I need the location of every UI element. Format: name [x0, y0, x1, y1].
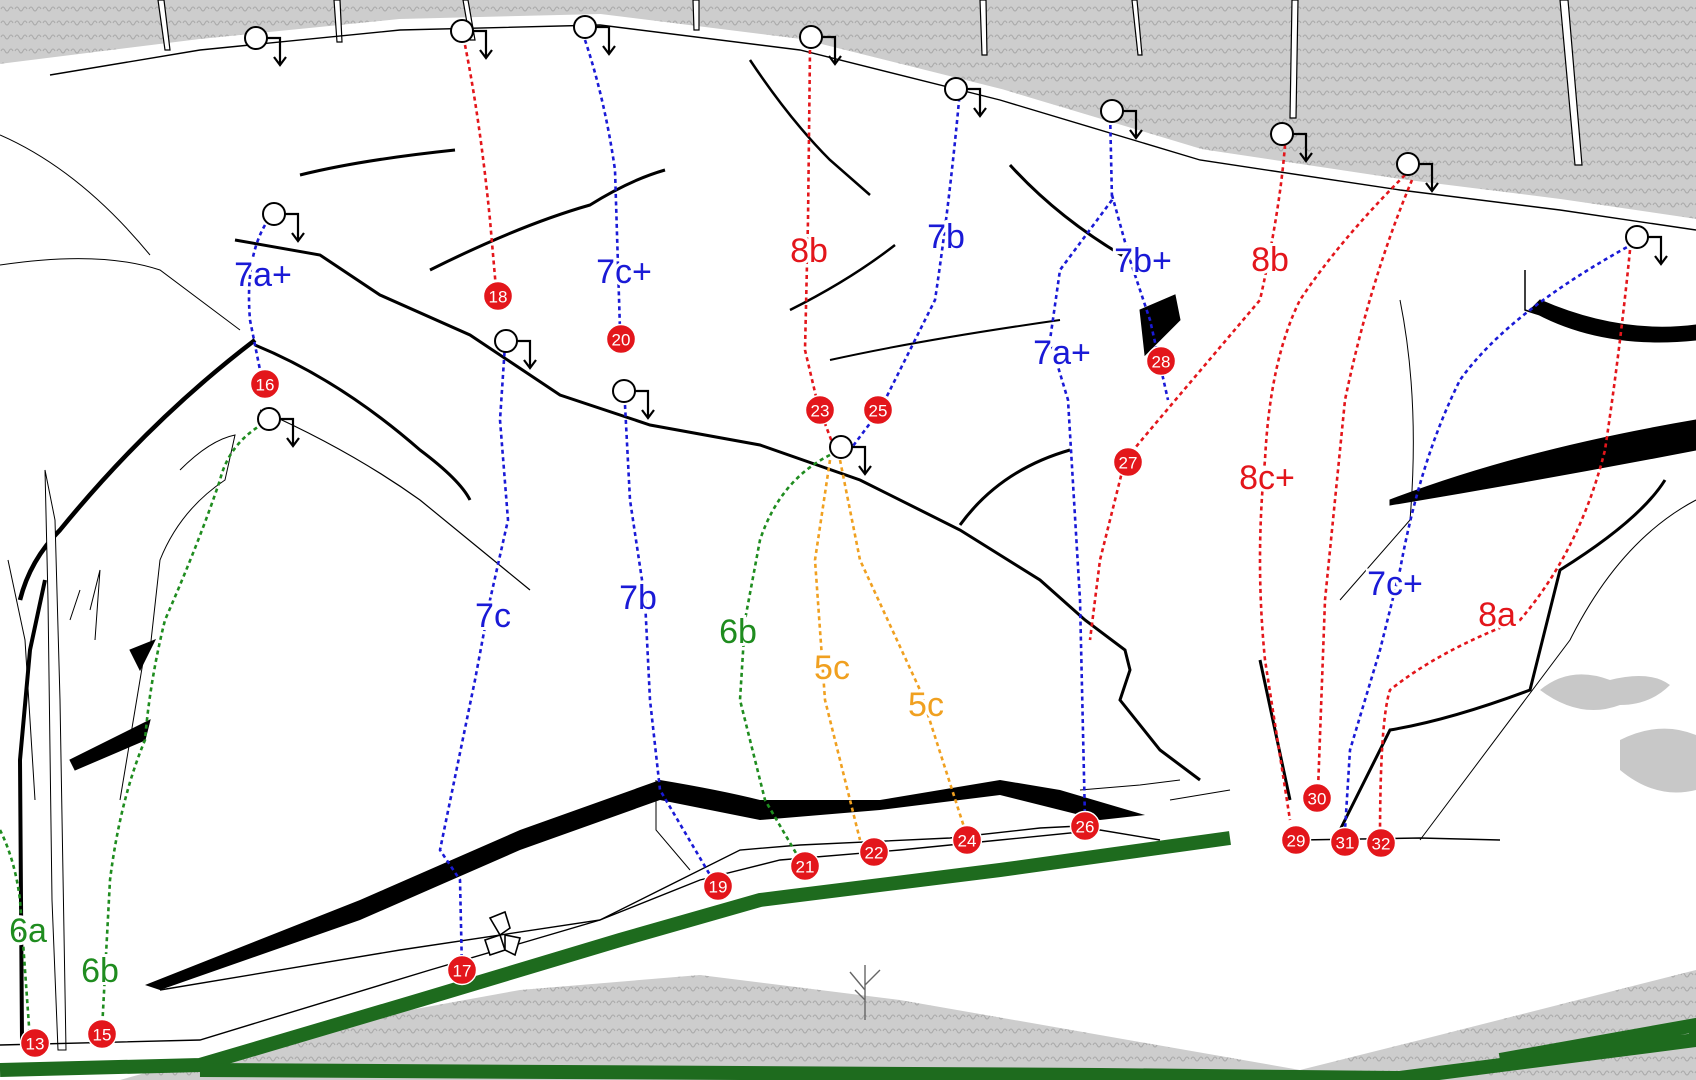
grade-label: 7c	[475, 597, 511, 635]
grade-label: 8b	[790, 232, 828, 270]
route-20	[583, 39, 622, 331]
anchor-icon	[1396, 152, 1439, 193]
route-number: 30	[1308, 790, 1327, 809]
route-number: 22	[865, 844, 884, 863]
route-number: 29	[1287, 832, 1306, 851]
route-number: 24	[958, 832, 977, 851]
anchor-icon	[450, 19, 493, 60]
route-number-marker: 31	[1329, 826, 1361, 858]
route-number-marker: 20	[605, 323, 637, 355]
tree-trunks	[157, 0, 1583, 166]
route-26	[1048, 109, 1114, 821]
grade-label: 7c+	[596, 253, 652, 291]
route-number-marker: 24	[951, 824, 983, 856]
grade-label: 7b	[619, 579, 657, 617]
anchor-icon	[1100, 99, 1143, 140]
grade-label: 6a	[9, 912, 47, 950]
route-25	[848, 89, 962, 451]
route-number-marker: 32	[1365, 827, 1397, 859]
route-number: 17	[453, 962, 472, 981]
route-28	[1110, 194, 1170, 401]
anchor-icon	[829, 435, 872, 476]
route-number-marker: 21	[789, 850, 821, 882]
grade-label: 6b	[719, 613, 757, 651]
route-number-marker: 23	[804, 394, 836, 426]
anchors	[244, 15, 1668, 476]
anchor-icon	[494, 329, 537, 370]
route-number-marker: 27	[1112, 446, 1144, 478]
route-number: 20	[612, 331, 631, 350]
route-16	[247, 224, 267, 381]
route-21	[738, 453, 831, 861]
route-18	[463, 44, 499, 301]
route-number-marker: 22	[858, 836, 890, 868]
route-number-marker: 13	[19, 1027, 51, 1059]
route-24	[838, 459, 967, 831]
route-number: 21	[796, 858, 815, 877]
route-number-marker: 26	[1069, 810, 1101, 842]
route-number: 26	[1076, 818, 1095, 837]
anchor-icon	[1270, 122, 1313, 163]
route-17	[438, 344, 510, 971]
anchor-icon	[944, 77, 987, 118]
route-number-marker: 18	[482, 280, 514, 312]
route-23	[803, 49, 837, 451]
route-number: 15	[93, 1026, 112, 1045]
grade-label: 5c	[814, 649, 850, 687]
route-number-marker: 17	[446, 954, 478, 986]
routes	[0, 39, 1641, 1041]
overhang-band	[0, 780, 1161, 1046]
anchor-icon	[573, 15, 616, 56]
grade-label: 7c+	[1367, 565, 1423, 603]
route-29	[1258, 174, 1406, 821]
grade-label: 7b	[927, 218, 965, 256]
route-number-marker: 28	[1145, 345, 1177, 377]
route-number: 31	[1336, 834, 1355, 853]
route-number-marker: 19	[702, 870, 734, 902]
route-15	[100, 418, 271, 1031]
grade-label: 8a	[1478, 596, 1516, 634]
route-number: 23	[811, 402, 830, 421]
grade-label: 8b	[1251, 241, 1289, 279]
grade-label: 7b+	[1114, 242, 1172, 280]
route-number: 25	[869, 402, 888, 421]
route-number: 18	[489, 288, 508, 307]
route-number: 32	[1372, 835, 1391, 854]
route-number-marker: 25	[862, 394, 894, 426]
route-number-marker: 15	[86, 1018, 118, 1050]
route-32	[1378, 249, 1632, 841]
route-27	[1088, 144, 1287, 641]
anchor-icon	[244, 26, 287, 67]
route-number-marker: 29	[1280, 824, 1312, 856]
anchor-icon	[262, 202, 305, 243]
anchor-icon	[799, 25, 842, 66]
boulder-icon	[483, 910, 522, 957]
route-number-marker: 30	[1301, 782, 1333, 814]
grade-labels: 6a 6b 7a+ 7c 7c+ 7b 6b 5c 5c 8b 7b 7a+ 7b+ 8b 8c+ 7c+ 8a	[6, 215, 1519, 993]
route-number: 28	[1152, 353, 1171, 372]
route-13	[0, 829, 32, 1041]
grade-label: 8c+	[1239, 459, 1295, 497]
anchor-icon	[612, 379, 655, 420]
grade-label: 6b	[81, 952, 119, 990]
grade-label: 7a+	[1033, 334, 1091, 372]
route-number: 27	[1119, 454, 1138, 473]
anchor-icon	[257, 407, 300, 448]
route-31	[1343, 238, 1641, 831]
route-number-marker: 16	[249, 368, 281, 400]
route-number: 19	[709, 878, 728, 897]
grade-label: 5c	[908, 686, 944, 724]
approach-path	[0, 831, 1696, 1080]
markers: 13 15 16 17 18 19 20 21 22 23 24 25 26 27 28 29 30 31 32	[19, 280, 1397, 1059]
grade-label: 7a+	[234, 256, 292, 294]
route-number: 16	[256, 376, 275, 395]
rock-outline	[0, 24, 1696, 1051]
route-30	[1316, 179, 1414, 791]
scree-bottom	[120, 674, 1696, 1080]
anchor-icon	[1625, 225, 1668, 266]
tree-icon	[849, 965, 881, 1020]
route-number: 13	[26, 1035, 45, 1054]
